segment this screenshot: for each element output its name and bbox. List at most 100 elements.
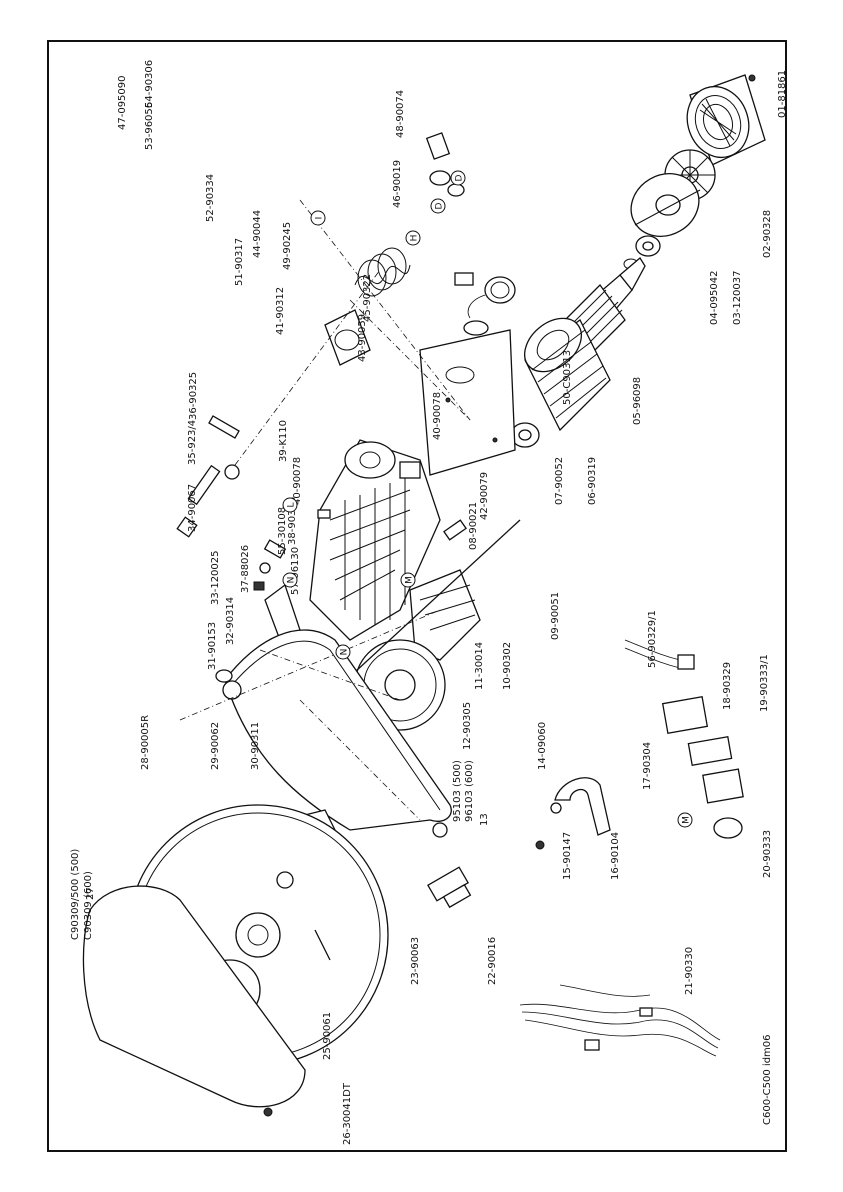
callout-p49: 49-90245	[282, 222, 293, 270]
callout-p07: 07-90052	[554, 457, 565, 505]
callout-p19: 19-90333/1	[759, 654, 770, 712]
marker-mM1: M	[400, 572, 416, 588]
callout-p06: 06-90319	[587, 457, 598, 505]
callout-p05: 05-96098	[632, 377, 643, 425]
callout-p27b: C90309 (600)	[83, 871, 94, 940]
spring	[354, 247, 411, 297]
callout-p51: 51-90317	[234, 238, 245, 286]
switch-assembly	[661, 696, 744, 839]
callout-p18: 18-90329	[722, 662, 733, 710]
callout-p42: 42-90079	[479, 472, 490, 520]
marker-mN1: N	[282, 572, 298, 588]
callout-p20: 20-90333	[762, 830, 773, 878]
callout-p17: 17-90304	[642, 742, 653, 790]
callout-p13a: 95103 (500)	[452, 760, 463, 822]
callout-p12: 12-90305	[462, 702, 473, 750]
callout-p03: 03-120037	[732, 270, 743, 325]
marker-label: N	[340, 649, 350, 656]
small-fasteners	[253, 509, 331, 591]
callout-p43: 43-90059	[357, 314, 368, 362]
callout-p38: 38-90316	[287, 497, 298, 545]
callout-labels: 01-8186102-9032803-12003704-09504205-960…	[70, 60, 788, 1145]
callout-p29: 29-90062	[210, 722, 221, 770]
cover-plate	[419, 329, 516, 476]
callout-p37: 37-88026	[240, 545, 251, 593]
cover-screw	[314, 929, 331, 961]
callout-p50: 50-C90313	[562, 350, 573, 405]
handle-bolt	[176, 415, 240, 538]
marker-mL: L	[282, 497, 298, 513]
callout-p01: 01-81861	[777, 70, 788, 118]
callout-p31: 31-90153	[207, 622, 218, 670]
callout-p08: 08-90021	[468, 502, 479, 550]
front-bearing	[510, 422, 540, 448]
callout-p14: 14-09060	[537, 722, 548, 770]
callout-p40: 40-90078	[292, 457, 303, 505]
callout-p39: 39-K110	[278, 420, 289, 462]
callout-p53: 53-96056	[144, 102, 155, 150]
marker-label: D	[435, 202, 445, 209]
callout-p27a: C90309/500 (500)	[70, 849, 81, 940]
marker-label: N	[287, 577, 297, 584]
callout-p25: 25-90061	[322, 1012, 333, 1060]
marker-label: D	[455, 174, 465, 181]
callout-p35: 35-923/4	[187, 420, 198, 465]
guard-knob	[215, 669, 233, 683]
marker-mH: H	[405, 230, 421, 246]
footer-code: C600-C500 idm06	[762, 1034, 773, 1125]
callout-p47: 47-095090	[117, 75, 128, 130]
end-shield	[630, 173, 701, 237]
callout-p57: 57-96130	[290, 547, 301, 595]
drawing-frame	[47, 40, 787, 1152]
handle-grip	[535, 777, 611, 850]
arbor-nut	[276, 871, 294, 889]
callout-p36: 36-90325	[188, 372, 199, 420]
callout-p32: 32-90314	[225, 597, 236, 645]
assembly-lines	[179, 199, 471, 821]
callout-p34: 34-90067	[187, 484, 198, 532]
callout-p54: 54-90306	[144, 60, 155, 108]
tie-rod	[329, 519, 521, 696]
o-ring	[463, 320, 489, 336]
callout-p41: 41-90312	[275, 287, 286, 335]
callout-p27: 27	[85, 887, 96, 900]
section-markers: I H D D L N N M M	[282, 170, 693, 828]
callout-p09: 09-90051	[550, 592, 561, 640]
marker-label: I	[315, 217, 325, 220]
marker-label: L	[287, 502, 297, 507]
power-cable	[624, 639, 695, 670]
flange-plate	[324, 309, 371, 366]
callout-p13b: 96103 (600)	[464, 760, 475, 822]
clips	[427, 866, 472, 909]
terminal-block	[399, 461, 421, 479]
callout-p13: 13	[479, 813, 490, 826]
stator	[524, 317, 611, 432]
callout-p28: 28-90005R	[140, 715, 151, 770]
callout-p10: 10-90302	[502, 642, 513, 690]
capacitor	[454, 272, 516, 319]
marker-label: M	[405, 576, 415, 584]
fan-cover	[686, 74, 766, 166]
motor-housing	[309, 439, 441, 641]
marker-mI: I	[310, 210, 326, 226]
callout-p04: 04-095042	[709, 270, 720, 325]
marker-mD1: D	[430, 198, 446, 214]
marker-mD2: D	[450, 170, 466, 186]
wiring-harness	[519, 984, 721, 1057]
callout-p16: 16-90104	[610, 832, 621, 880]
blade-guard	[222, 629, 452, 838]
callout-p44: 44-90044	[252, 210, 263, 258]
callout-p30: 30-90311	[250, 722, 261, 770]
marker-label: H	[410, 235, 420, 242]
callout-p52: 52-90334	[205, 174, 216, 222]
marker-label: M	[682, 816, 692, 824]
front-blade-cover	[82, 885, 306, 1117]
callout-p48: 48-90074	[395, 90, 406, 138]
carbon-brush	[443, 519, 467, 541]
callout-p23: 23-90063	[410, 937, 421, 985]
callout-p33: 33-120025	[210, 550, 221, 605]
callout-p45: 45-90322	[362, 274, 373, 322]
marker-mN2: N	[335, 644, 351, 660]
callout-p46: 46-90019	[392, 160, 403, 208]
